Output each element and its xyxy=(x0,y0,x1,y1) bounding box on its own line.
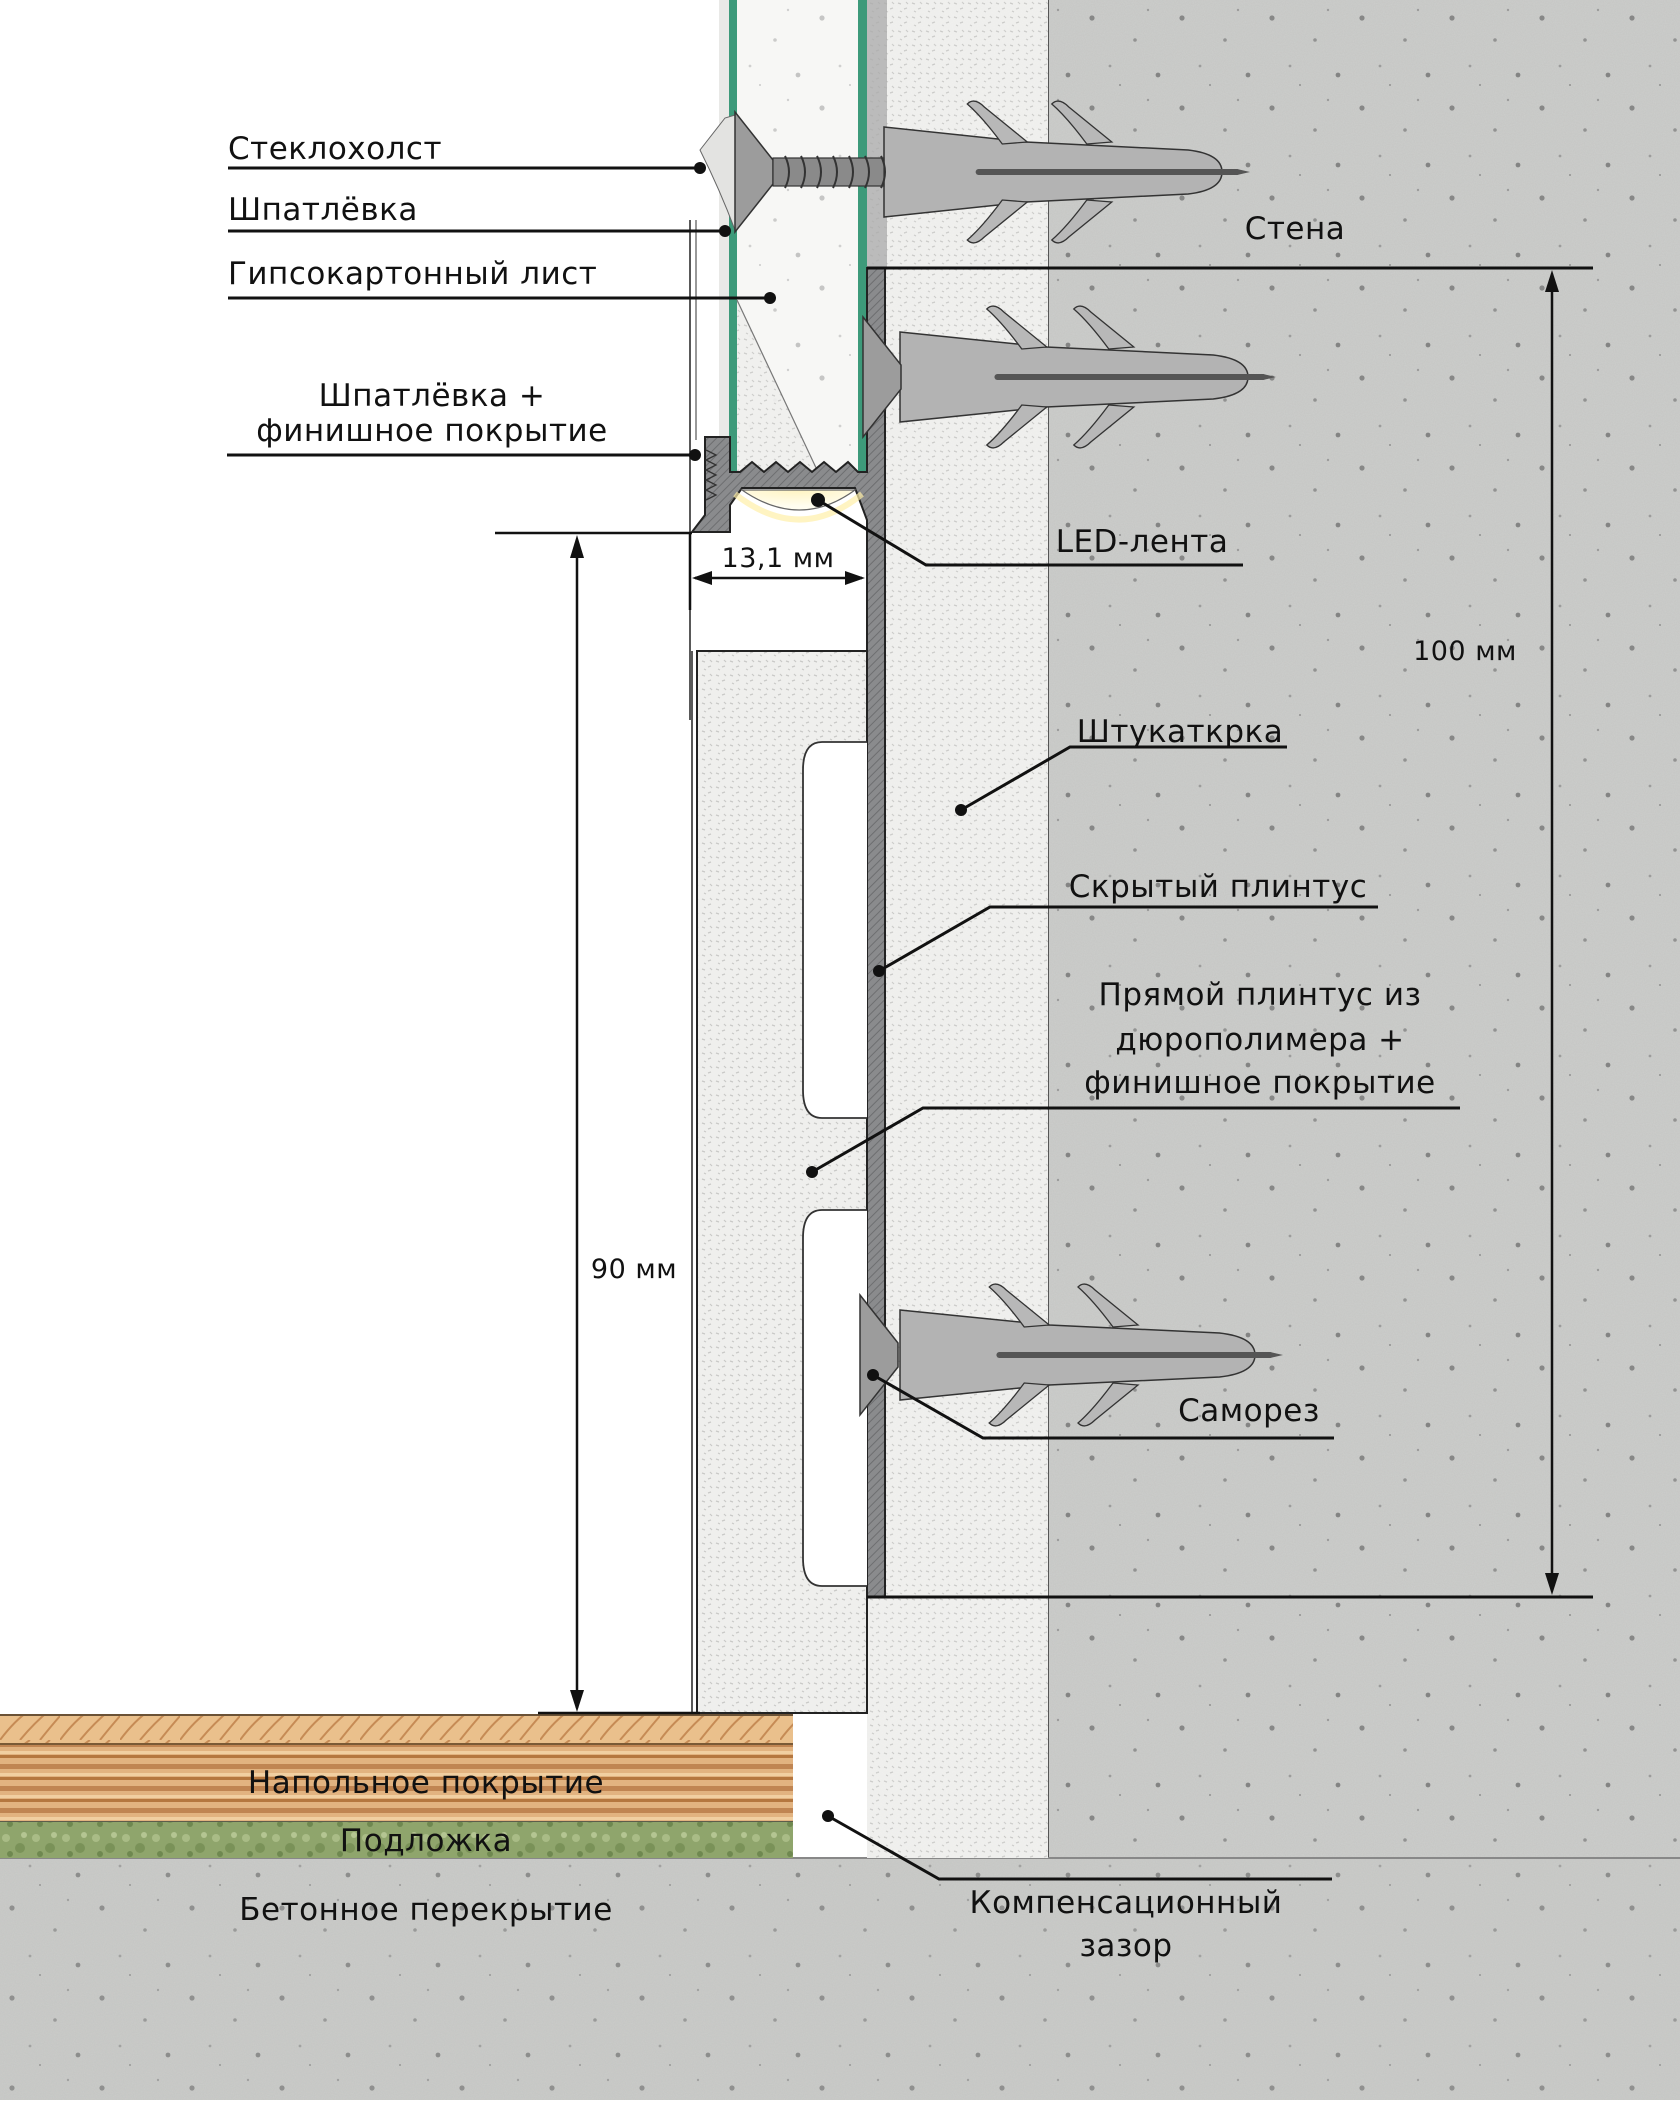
concrete-slab xyxy=(0,1857,1680,2100)
label-straight-skirting-1: Прямой плинтус из xyxy=(1098,977,1422,1013)
putty-layer xyxy=(719,0,729,440)
screw-and-dowel xyxy=(734,100,1250,244)
label-led-strip: LED-лента xyxy=(1055,524,1229,560)
dowel-anchor xyxy=(859,1283,1283,1427)
concrete-wall xyxy=(1047,0,1680,1858)
dim-label-13mm: 13,1 мм xyxy=(721,543,835,574)
leader-dots xyxy=(689,162,967,1822)
dim-label-90mm: 90 мм xyxy=(590,1254,678,1285)
leader-expansion-gap xyxy=(827,1814,1332,1881)
label-screw: Саморез xyxy=(1178,1393,1320,1429)
label-putty-finish-1: Шпатлёвка + xyxy=(318,378,546,414)
plaster-layer xyxy=(867,0,1048,1858)
label-glass-fabric: Стеклохолст xyxy=(228,131,443,167)
hidden-skirting-profile xyxy=(689,267,886,1598)
skirting-cutout xyxy=(802,1209,867,1587)
straight-skirting xyxy=(691,650,868,1714)
leader-plaster xyxy=(960,745,1287,812)
glass-fabric-right xyxy=(858,0,867,472)
drywall-assembly xyxy=(689,0,867,720)
dimension-arrows xyxy=(570,270,1559,1712)
label-wall: Стена xyxy=(1244,211,1346,247)
label-straight-skirting-2: дюрополимера + xyxy=(1115,1022,1405,1058)
label-floor-covering: Напольное покрытие xyxy=(247,1765,605,1801)
label-concrete-slab: Бетонное перекрытие xyxy=(239,1892,613,1928)
dowel-anchor xyxy=(862,305,1276,449)
label-putty-finish-2: финишное покрытие xyxy=(256,413,608,449)
glass-fabric-left xyxy=(729,0,737,472)
glass-fabric-flap xyxy=(699,114,736,231)
underlay xyxy=(0,1822,793,1858)
label-putty: Шпатлёвка xyxy=(228,192,418,228)
label-expansion-gap-1: Компенсационный xyxy=(969,1885,1283,1921)
label-straight-skirting-3: финишное покрытие xyxy=(1084,1065,1436,1101)
label-drywall: Гипсокартонный лист xyxy=(228,256,598,292)
leader-straight-skirting xyxy=(811,1106,1460,1174)
skirting-cutout xyxy=(802,741,867,1119)
leader-led-strip xyxy=(817,498,1243,567)
leader-hidden-skirting xyxy=(878,905,1378,973)
label-hidden-skirting: Скрытый плинтус xyxy=(1068,869,1368,905)
dowels xyxy=(734,100,1283,1427)
leader-lines xyxy=(227,166,1460,1881)
label-plaster: Штукаткрка xyxy=(1076,714,1284,750)
dim-label-100mm: 100 мм xyxy=(1413,636,1517,667)
label-underlay: Подложка xyxy=(339,1823,513,1859)
dimension-lines xyxy=(495,266,1593,1715)
floor-covering xyxy=(0,1714,793,1823)
leader-screw xyxy=(872,1373,1334,1440)
label-expansion-gap-2: зазор xyxy=(1079,1928,1173,1964)
